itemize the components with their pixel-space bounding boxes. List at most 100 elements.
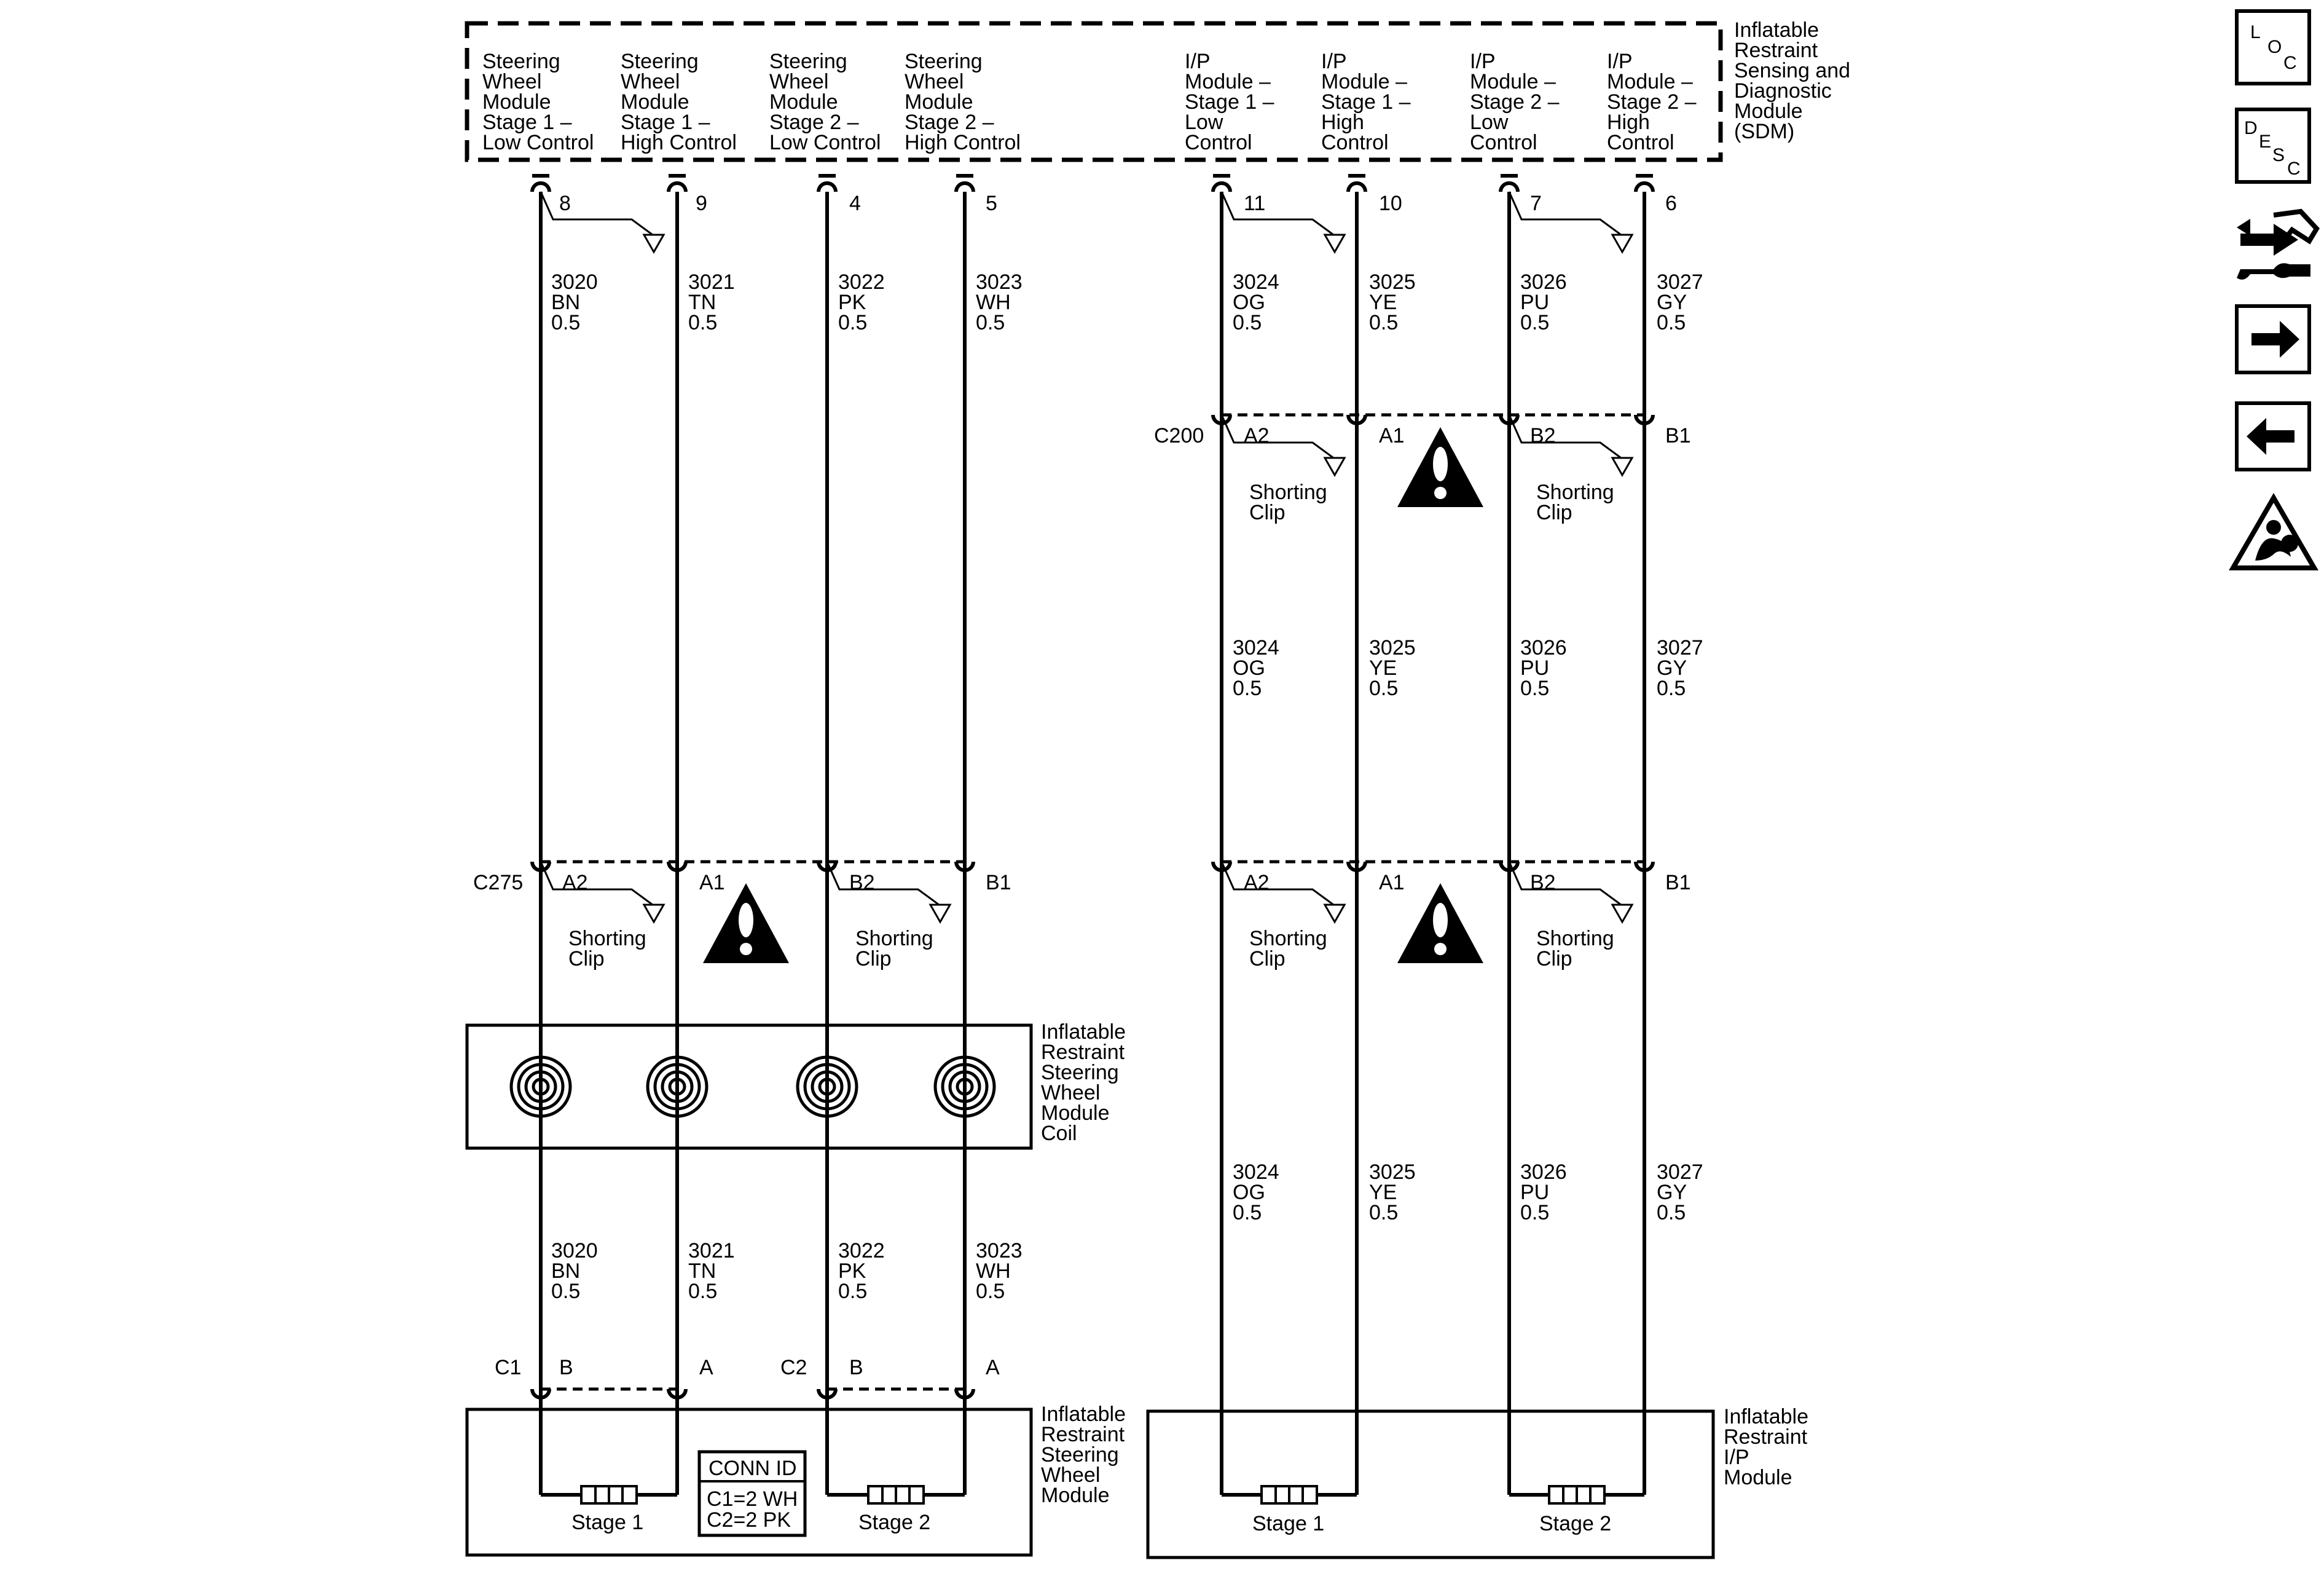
svg-text:Control: Control — [1470, 131, 1537, 154]
svg-text:Module: Module — [1041, 1101, 1110, 1125]
loc-button[interactable]: L O C — [2235, 9, 2311, 85]
svg-text:B2: B2 — [1530, 424, 1556, 447]
svg-text:3020: 3020 — [551, 270, 598, 294]
svg-text:3026: 3026 — [1520, 270, 1567, 294]
ip-module: Stage 1 Stage 2 Inflatable Restraint I/P… — [1146, 1405, 1808, 1559]
svg-text:7: 7 — [1530, 192, 1542, 215]
svg-text:A: A — [699, 1356, 713, 1379]
svg-text:L: L — [2250, 22, 2261, 42]
svg-text:C2=2 PK: C2=2 PK — [707, 1508, 791, 1532]
airbag-warning-button[interactable] — [2229, 493, 2318, 570]
svg-text:Module: Module — [1734, 100, 1803, 123]
svg-text:0.5: 0.5 — [1233, 677, 1262, 700]
svg-text:Steering: Steering — [769, 50, 847, 73]
svg-text:C1: C1 — [495, 1356, 521, 1379]
svg-text:0.5: 0.5 — [1520, 1201, 1549, 1224]
svg-text:0.5: 0.5 — [1369, 1201, 1398, 1224]
svg-text:A2: A2 — [1244, 424, 1270, 447]
svg-text:A2: A2 — [1244, 871, 1270, 894]
sdm-pin-10 — [1348, 176, 1365, 192]
svg-text:Wheel: Wheel — [621, 70, 680, 93]
svg-text:Shorting: Shorting — [855, 927, 933, 950]
svg-text:Wheel: Wheel — [1041, 1081, 1100, 1105]
svg-text:WH: WH — [976, 1259, 1011, 1283]
sdm-pin-11 — [1213, 176, 1230, 192]
svg-text:Steering: Steering — [1041, 1443, 1119, 1467]
desc-button[interactable]: D E S C — [2235, 108, 2311, 184]
svg-text:YE: YE — [1369, 291, 1397, 314]
svg-text:Module: Module — [1041, 1484, 1110, 1507]
sdm-pin-4 — [819, 176, 836, 192]
warning-icon — [1397, 427, 1483, 507]
svg-text:Clip: Clip — [568, 947, 605, 971]
svg-text:C275: C275 — [473, 871, 523, 894]
svg-text:5: 5 — [986, 192, 997, 215]
svg-text:Stage 1 –: Stage 1 – — [1185, 90, 1274, 114]
svg-text:A1: A1 — [699, 871, 725, 894]
svg-text:0.5: 0.5 — [1233, 311, 1262, 334]
desc-icon: D E S C — [2244, 118, 2301, 179]
svg-text:Module –: Module – — [1470, 70, 1556, 93]
svg-text:Wheel: Wheel — [482, 70, 541, 93]
previous-page-button[interactable] — [2235, 401, 2311, 471]
svg-text:3021: 3021 — [688, 1239, 735, 1262]
svg-text:BN: BN — [551, 1259, 580, 1283]
svg-text:10: 10 — [1379, 192, 1402, 215]
sdm-pins — [532, 176, 1653, 192]
svg-text:YE: YE — [1369, 656, 1397, 680]
svg-text:OG: OG — [1233, 656, 1265, 680]
svg-text:High: High — [1321, 111, 1364, 134]
svg-text:Module: Module — [482, 90, 551, 114]
svg-text:C: C — [2283, 53, 2297, 73]
svg-text:O: O — [2267, 37, 2282, 57]
svg-text:0.5: 0.5 — [1520, 311, 1549, 334]
svg-text:Low Control: Low Control — [769, 131, 881, 154]
sdm-pin-6 — [1636, 176, 1653, 192]
svg-text:C200: C200 — [1154, 424, 1204, 447]
svg-text:CONN ID: CONN ID — [709, 1457, 797, 1480]
svg-text:Stage 2 –: Stage 2 – — [1607, 90, 1697, 114]
next-page-button[interactable] — [2235, 304, 2311, 374]
svg-text:Restraint: Restraint — [1734, 39, 1818, 62]
svg-text:Stage 2 –: Stage 2 – — [1470, 90, 1560, 114]
svg-text:Clip: Clip — [1249, 501, 1286, 524]
ip-module-title: Inflatable Restraint I/P Module — [1724, 1405, 1808, 1489]
svg-text:0.5: 0.5 — [1369, 311, 1398, 334]
svg-text:Low: Low — [1470, 111, 1509, 134]
schematic-tools-button[interactable] — [2237, 208, 2320, 280]
svg-text:C2: C2 — [780, 1356, 807, 1379]
svg-text:0.5: 0.5 — [838, 1280, 867, 1303]
svg-text:0.5: 0.5 — [976, 1280, 1005, 1303]
svg-text:Stage 1 –: Stage 1 – — [482, 111, 572, 134]
svg-text:0.5: 0.5 — [688, 1280, 717, 1303]
loc-icon: L O C — [2250, 22, 2297, 73]
svg-text:Stage 2 –: Stage 2 – — [905, 111, 994, 134]
svg-text:3023: 3023 — [976, 1239, 1023, 1262]
svg-text:High Control: High Control — [905, 131, 1021, 154]
svg-text:Module: Module — [905, 90, 973, 114]
sdm-pin-9 — [669, 176, 686, 192]
svg-text:3022: 3022 — [838, 270, 885, 294]
svg-text:3027: 3027 — [1657, 636, 1703, 660]
svg-text:0.5: 0.5 — [1520, 677, 1549, 700]
svg-text:Diagnostic: Diagnostic — [1734, 79, 1832, 103]
